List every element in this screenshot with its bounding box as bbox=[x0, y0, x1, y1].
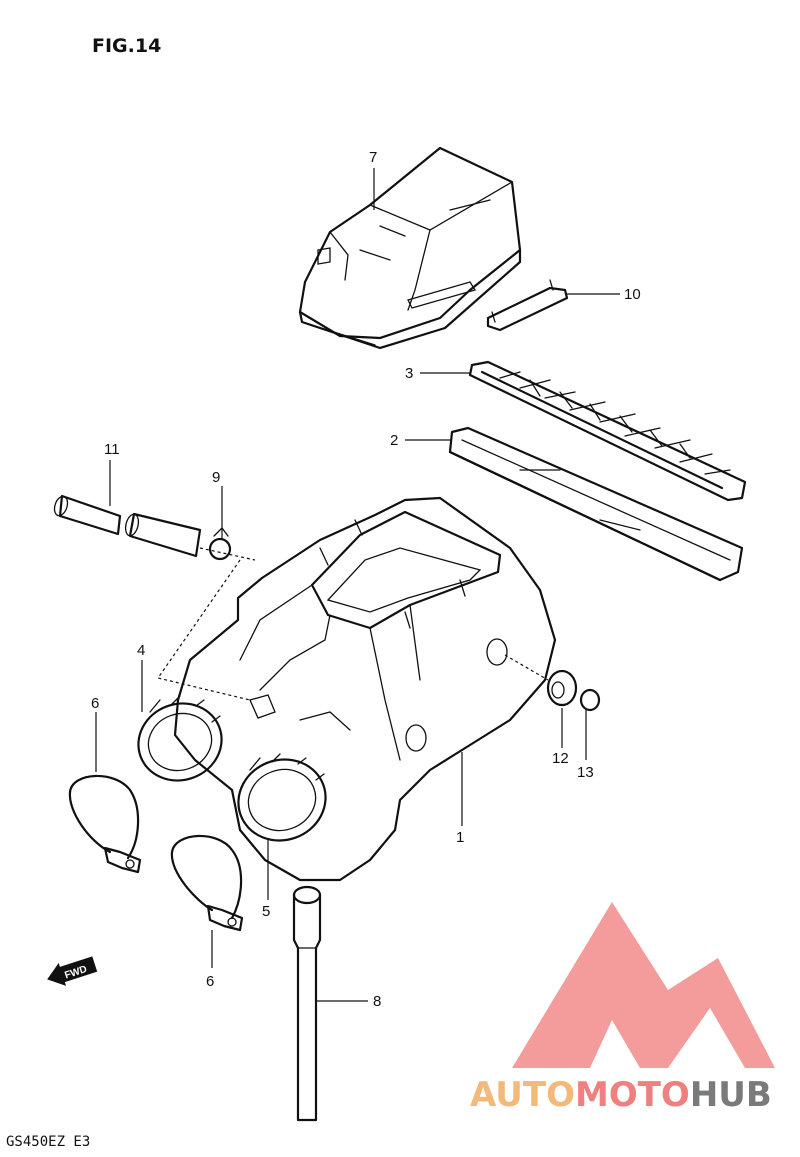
callout-10: 9 bbox=[212, 469, 220, 486]
part-11-bracket bbox=[486, 279, 569, 332]
callout-6b: 6 bbox=[206, 973, 214, 990]
callout-13: 13 bbox=[577, 764, 594, 781]
callout-6a: 6 bbox=[91, 695, 99, 712]
part-5-connector-right bbox=[237, 753, 327, 842]
callout-5: 5 bbox=[262, 903, 270, 920]
part-13-cap bbox=[579, 688, 601, 712]
hose-route-line bbox=[157, 559, 251, 701]
part-10-clip bbox=[208, 527, 232, 561]
watermark-auto: AUTO bbox=[470, 1075, 575, 1115]
callout-9: 11 bbox=[104, 441, 120, 458]
callout-7: 7 bbox=[369, 149, 377, 166]
leader-lines bbox=[95, 168, 620, 1002]
grommet-guide-line bbox=[504, 654, 549, 681]
callout-3: 3 bbox=[405, 365, 413, 382]
callout-4: 4 bbox=[137, 642, 145, 659]
part-4-connector-left bbox=[137, 695, 223, 782]
callout-11: 10 bbox=[624, 286, 641, 303]
part-6-clamp-upper bbox=[68, 774, 142, 874]
part-3-filter-mesh bbox=[468, 360, 747, 502]
callout-8: 8 bbox=[373, 993, 381, 1010]
callouts: 7 10 3 2 11 9 4 6 1 5 6 8 12 13 bbox=[91, 149, 641, 1010]
figure-title: FIG.14 bbox=[92, 35, 161, 57]
callout-12: 12 bbox=[552, 750, 569, 767]
part-9-breather-hoses bbox=[53, 494, 202, 558]
part-7-intake-cover bbox=[298, 146, 522, 350]
callout-2: 2 bbox=[390, 432, 398, 449]
part-8-drain-tube bbox=[292, 885, 322, 1122]
part-12-grommet bbox=[546, 669, 578, 707]
svg-text:AUTOMOTOHUB: AUTOMOTOHUB bbox=[470, 1075, 772, 1115]
model-code: GS450EZ E3 bbox=[6, 1134, 90, 1150]
fwd-arrow-icon: FWD bbox=[47, 956, 98, 986]
part-6-clamp-lower bbox=[170, 834, 244, 932]
watermark-logo: AUTOMOTOHUB bbox=[470, 902, 775, 1115]
watermark-triangle-icon bbox=[512, 902, 775, 1068]
watermark-hub: HUB bbox=[690, 1075, 772, 1115]
part-2-filter-element bbox=[448, 426, 744, 582]
part-1-air-cleaner-box bbox=[173, 496, 557, 882]
callout-1: 1 bbox=[456, 829, 464, 846]
watermark-moto: MOTO bbox=[575, 1075, 690, 1115]
